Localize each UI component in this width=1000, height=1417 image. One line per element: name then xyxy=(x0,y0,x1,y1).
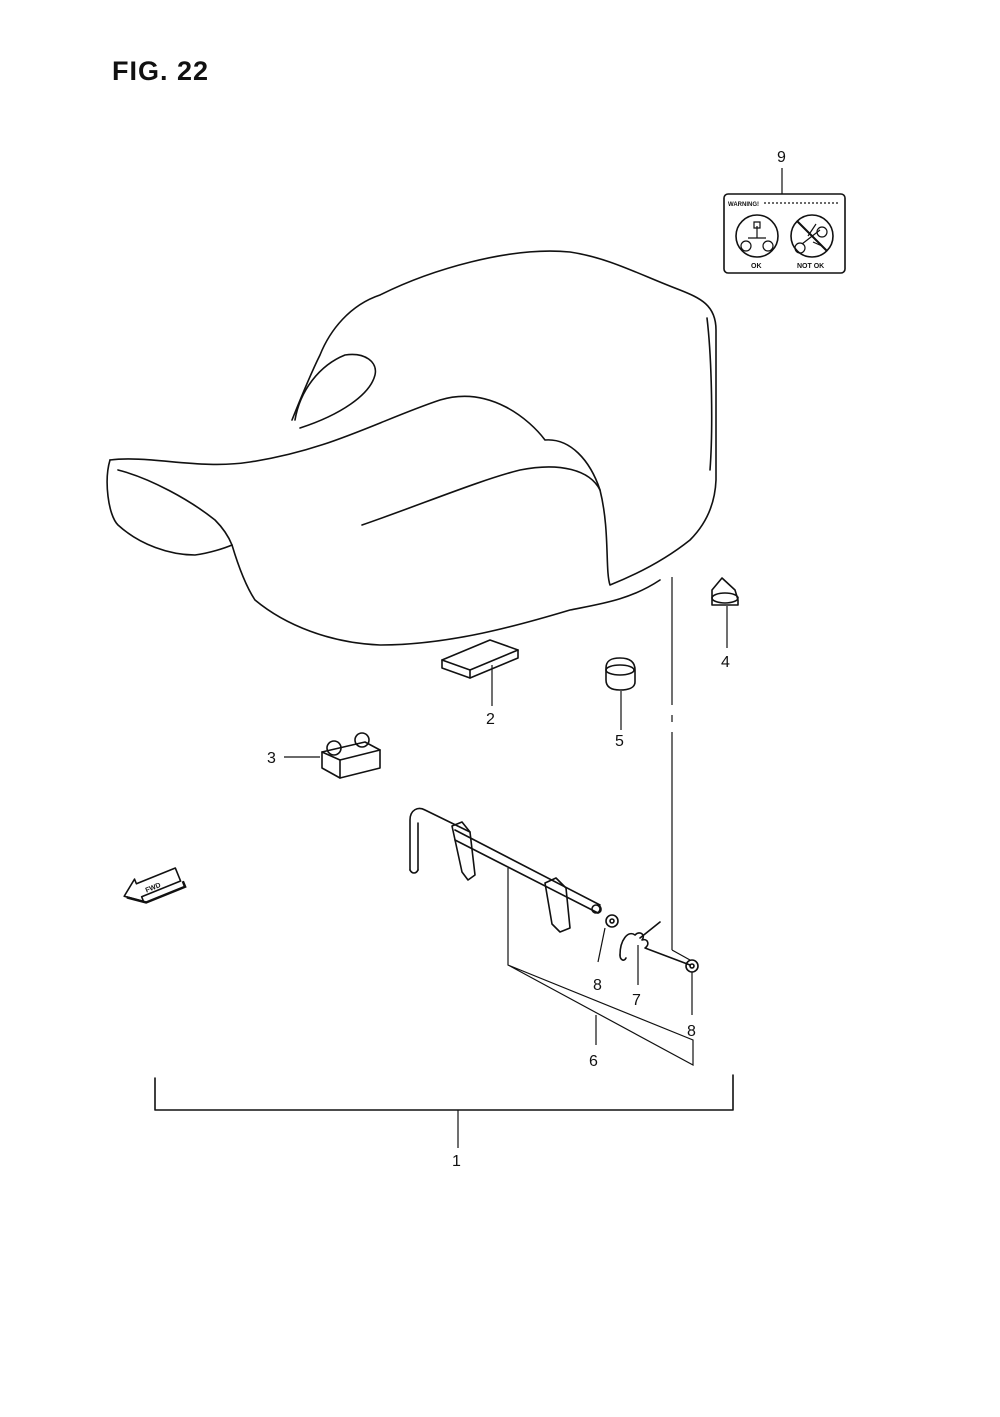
spring-icon xyxy=(619,921,691,985)
ok-label: OK xyxy=(751,263,762,270)
callout-4: 4 xyxy=(721,654,730,671)
callout-3: 3 xyxy=(267,750,276,767)
callout-2: 2 xyxy=(486,711,495,728)
leader-line xyxy=(671,577,691,961)
fwd-arrow-icon: FWD xyxy=(123,867,187,904)
not-ok-label: NOT OK xyxy=(797,263,824,270)
callout-9: 9 xyxy=(777,149,786,166)
pad-icon xyxy=(441,639,519,706)
callout-1: 1 xyxy=(452,1153,461,1170)
washer-icon xyxy=(685,959,699,1015)
callout-5: 5 xyxy=(615,733,624,750)
clip-icon xyxy=(284,732,381,779)
callout-6: 6 xyxy=(589,1053,598,1070)
cushion-icon xyxy=(605,657,636,730)
seat-icon xyxy=(106,250,717,646)
cushion-icon xyxy=(711,577,739,648)
latch-rod-icon xyxy=(409,807,694,1067)
washer-icon xyxy=(597,914,619,963)
decal-heading: WARNING! xyxy=(728,202,759,208)
warning-decal-icon: WARNING! OK NOT OK xyxy=(723,193,846,274)
callout-7: 7 xyxy=(632,992,641,1009)
figure-title: FIG. 22 xyxy=(112,56,210,86)
callout-8b: 8 xyxy=(687,1023,696,1040)
assembly-bracket xyxy=(154,1074,734,1148)
rider-not-ok-icon xyxy=(794,220,828,254)
callout-8a: 8 xyxy=(593,977,602,994)
rider-ok-icon xyxy=(740,221,774,252)
